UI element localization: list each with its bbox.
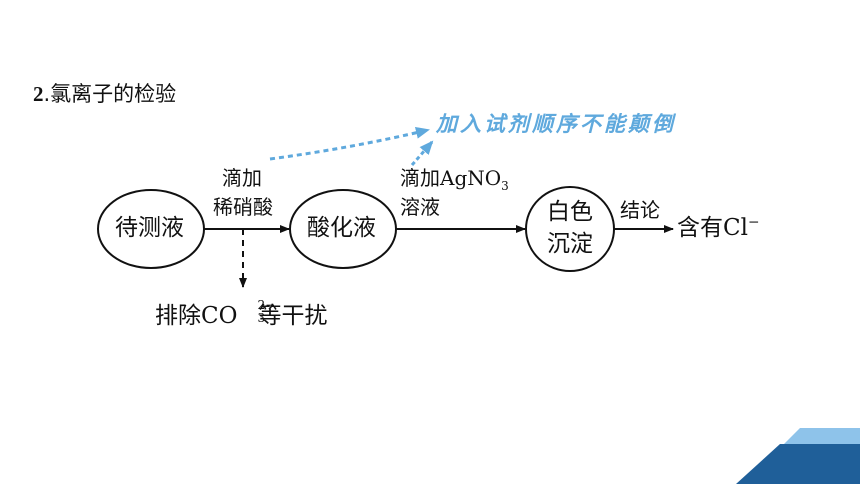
step3-label: 结论 <box>620 198 660 222</box>
node-precipitate-label-2: 沉淀 <box>547 231 593 257</box>
side-effect-suffix: 等干扰 <box>258 303 328 329</box>
arrow-note-dashed-2 <box>410 140 434 166</box>
step2-reagent-subscript: 3 <box>501 179 509 193</box>
node-sample-label: 待测液 <box>115 215 184 241</box>
section-heading: 2.氯离子的检验 <box>33 84 176 105</box>
arrow-note-dashed <box>269 126 430 161</box>
side-effect-charge-sub: 2−3 <box>257 299 275 325</box>
node-acidified-label: 酸化液 <box>307 215 376 241</box>
step1-label-1: 滴加 <box>222 166 262 190</box>
conclusion-text: 含有Cl− <box>677 214 760 241</box>
step2-reagent: 滴加AgNO <box>400 166 502 190</box>
conclusion-prefix: 含有Cl <box>677 215 748 241</box>
step2-label-1: 滴加AgNO3 <box>400 166 509 192</box>
step1-label-2: 稀硝酸 <box>213 195 273 219</box>
side-effect-charge: 2− <box>257 298 276 312</box>
side-effect-prefix: 排除CO <box>155 303 238 329</box>
corner-decoration-dark <box>736 444 860 484</box>
order-note: 加入试剂顺序不能颠倒 <box>436 112 676 136</box>
side-effect-ion-script: 2−3 <box>237 299 275 328</box>
section-title: .氯离子的检验 <box>43 82 177 106</box>
step2-label-2: 溶液 <box>400 195 440 219</box>
side-effect-subscript: 3 <box>257 311 266 325</box>
node-precipitate-label-1: 白色 <box>547 199 593 225</box>
conclusion-charge: − <box>747 214 760 231</box>
section-number: 2 <box>33 82 44 106</box>
